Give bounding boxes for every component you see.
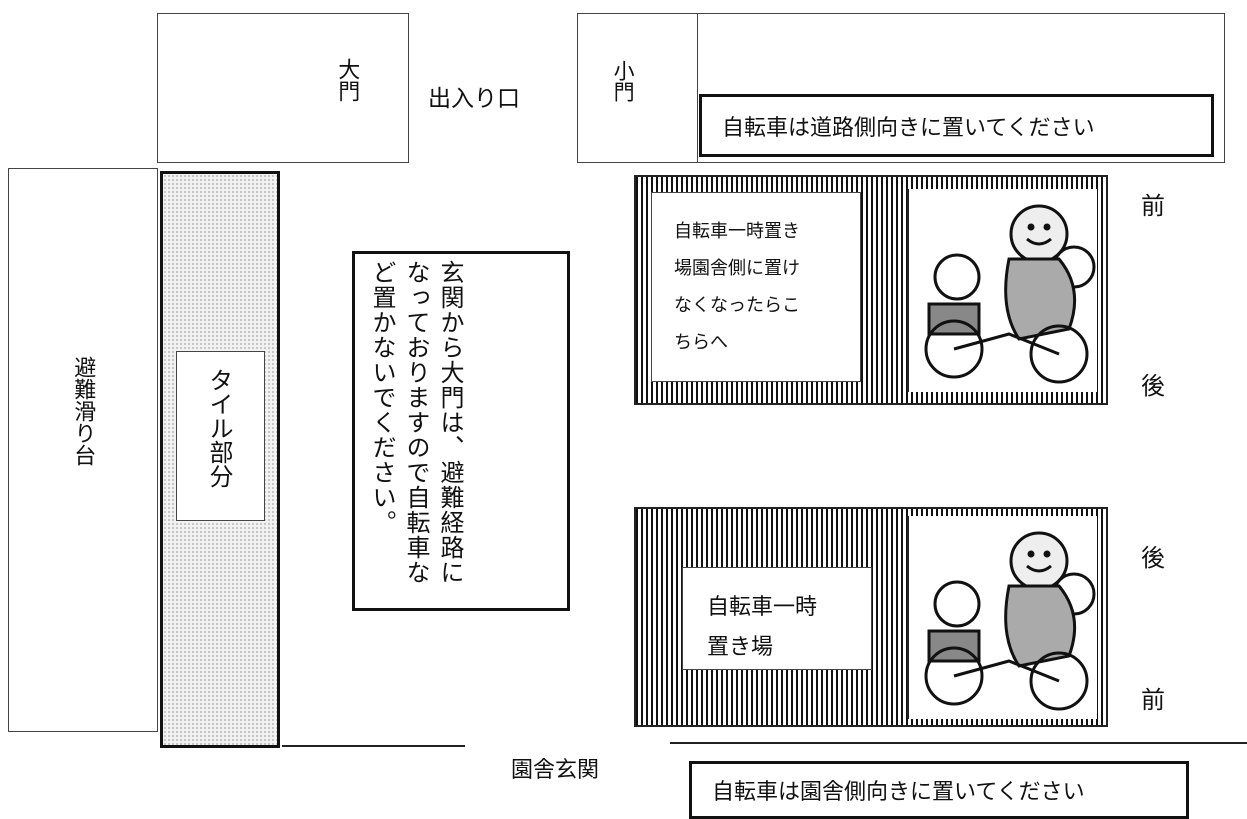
parking-upper-illustration (907, 189, 1097, 392)
small-gate-label: 小門 (611, 60, 636, 102)
big-gate (157, 13, 409, 163)
tile-label: タイル部分 (205, 368, 233, 488)
lower-front-label: 前 (1141, 686, 1165, 714)
evacuation-route-notice: 玄関から大門は、避難経路になっておりますので自転車など置かないでください。 (352, 251, 570, 611)
bicycle-with-children-icon (924, 531, 1096, 711)
fence-area (697, 13, 1225, 163)
slide-label: 避難滑り台 (70, 356, 96, 466)
school-entrance-label: 園舎玄関 (511, 758, 600, 783)
lower-back-label: 後 (1141, 544, 1165, 572)
small-gate (577, 13, 698, 163)
entrance-label: 出入り口 (428, 86, 520, 112)
building-wall-right (670, 742, 1247, 744)
upper-front-label: 前 (1141, 192, 1165, 220)
building-wall-left (282, 745, 465, 747)
big-gate-label: 大門 (334, 58, 360, 102)
tile-label-box (176, 351, 265, 521)
school-side-notice: 自転車は園舎側向きに置いてください (689, 761, 1189, 819)
parking-lower-illustration (907, 516, 1097, 719)
parking-upper-text: 自転車一時置き 場園舎側に置け なくなったらこ ちらへ (651, 192, 861, 382)
evacuation-slide (8, 168, 158, 732)
evacuation-route-text: 玄関から大門は、避難経路になっておりますので自転車など置かないでください。 (368, 260, 464, 585)
upper-back-label: 後 (1141, 372, 1165, 400)
parking-lower-text: 自転車一時 置き場 (682, 567, 872, 670)
bicycle-with-children-icon (924, 204, 1096, 384)
road-side-notice: 自転車は道路側向きに置いてください (699, 94, 1214, 157)
